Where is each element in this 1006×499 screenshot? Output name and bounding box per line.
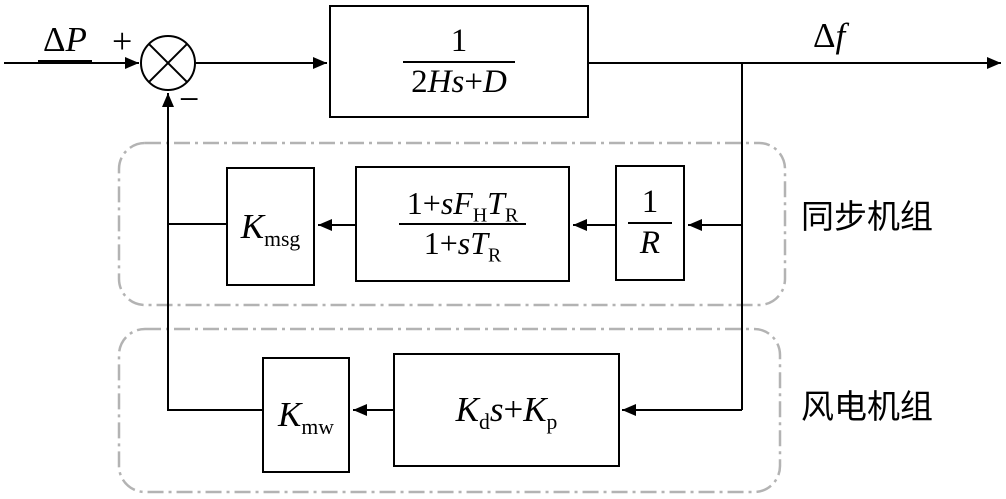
plus-sign: + xyxy=(112,21,133,61)
reheat-numerator: 1+sFHTR xyxy=(406,185,519,227)
pd-expression: Kds+Kp xyxy=(455,390,558,434)
inertia-fraction: 1 2Hs+D xyxy=(403,22,515,102)
inertia-denominator: 2Hs+D xyxy=(403,60,515,102)
reheat-fraction: 1+sFHTR 1+sTR xyxy=(398,185,527,265)
droop-fraction: 1 R xyxy=(627,183,673,263)
summing-junction-cross-line-2 xyxy=(148,43,188,83)
droop-denominator: R xyxy=(627,222,673,263)
droop-block: 1 R xyxy=(615,165,685,281)
wind-group-box xyxy=(117,327,782,494)
reheat-block: 1+sFHTR 1+sTR xyxy=(355,166,570,282)
inertia-numerator: 1 xyxy=(450,22,468,59)
kmw-block: Kmw xyxy=(262,357,350,473)
sync-group-label: 同步机组 xyxy=(801,200,933,236)
inertia-block: 1 2Hs+D xyxy=(329,5,589,118)
output-signal-label: Δf xyxy=(813,16,846,55)
kmsg-gain-label: Kmsg xyxy=(240,206,301,251)
sync-group-box xyxy=(117,141,787,307)
minus-sign: − xyxy=(179,79,200,119)
wind-group-label: 风电机组 xyxy=(801,390,933,426)
reheat-denominator: 1+sTR xyxy=(398,223,527,265)
kmw-gain-label: Kmw xyxy=(278,395,334,439)
kmsg-block: Kmsg xyxy=(226,167,315,286)
pd-block: Kds+Kp xyxy=(393,353,620,467)
droop-numerator: 1 xyxy=(641,184,659,221)
input-signal-label: ΔP xyxy=(38,22,92,62)
